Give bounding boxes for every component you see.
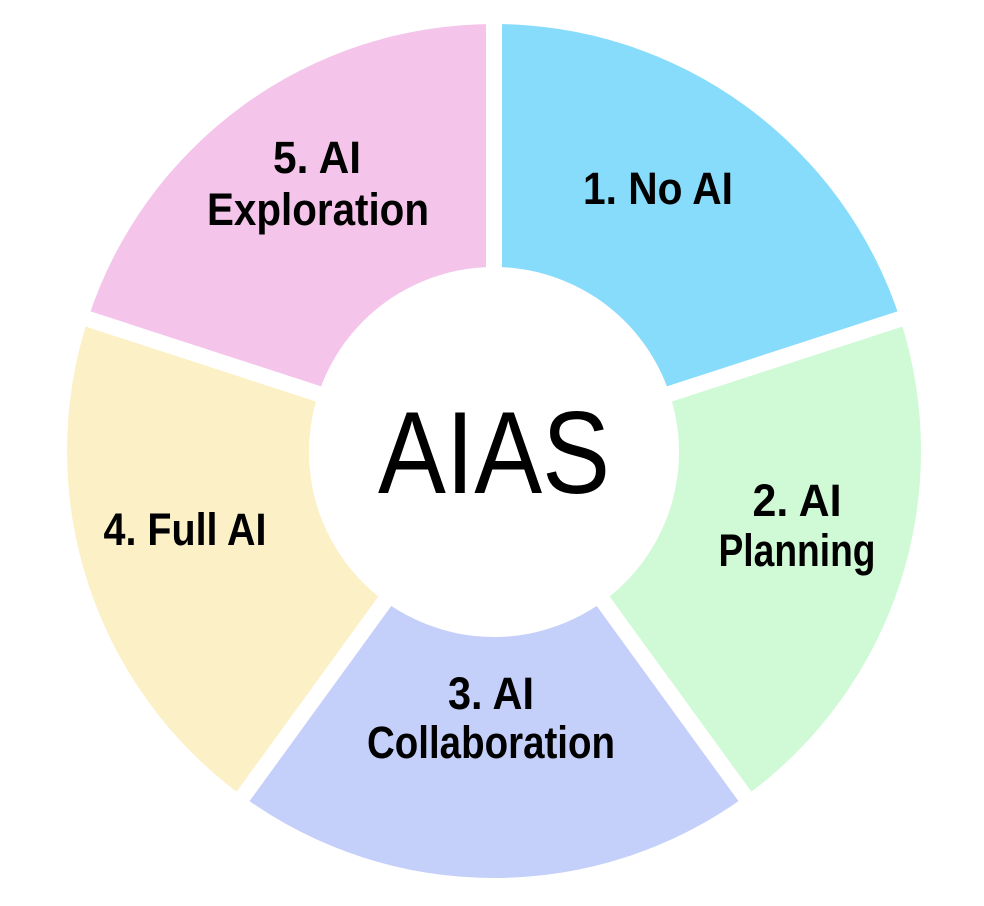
segment-3-label-line1: 3. AI [448,668,534,719]
segment-5-label-line2: Exploration [207,184,429,235]
center-circle [309,267,679,637]
segment-2-label-line2: Planning [719,525,876,576]
segment-3-ai-collaboration [243,451,745,878]
segment-4-label: 4. Full AI [104,504,267,555]
segment-1-label: 1. No AI [583,163,733,214]
segment-3-label-line2: Collaboration [367,717,615,768]
segment-2-label-line1: 2. AI [753,475,842,526]
center-label: AIAS [378,387,610,518]
segment-5-label-line1: 5. AI [273,132,361,183]
